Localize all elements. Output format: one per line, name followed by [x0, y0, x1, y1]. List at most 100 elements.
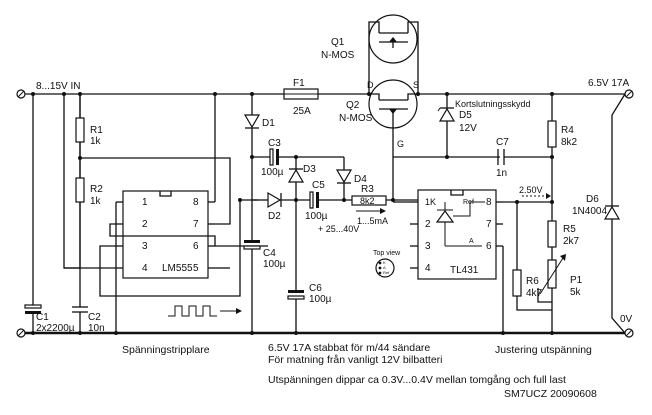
- lm555-pin6: 6: [193, 241, 199, 252]
- r3-value: 8k2: [360, 196, 375, 206]
- capacitor-c7: [497, 149, 552, 165]
- note-line-2: För matning från vanligt 12V bilbatteri: [268, 354, 443, 366]
- c5-note: + 25...40V: [318, 224, 359, 234]
- r5-ref: R5: [563, 224, 576, 235]
- tl431-name: TL431: [450, 265, 479, 276]
- lm555-pin3: 3: [142, 241, 148, 252]
- c2-value: 10n: [88, 323, 105, 334]
- ref-voltage-label: 2.50V: [519, 185, 543, 195]
- top-view-label: Top view: [373, 250, 401, 257]
- mosfet-q2: [367, 79, 420, 200]
- c7-ref: C7: [496, 137, 509, 148]
- tl431-pin2: 2: [425, 219, 431, 230]
- lm555-pin2: 2: [142, 219, 148, 230]
- lm555-name: LM555: [162, 263, 193, 274]
- capacitor-c3: [250, 148, 296, 166]
- d4-ref: D4: [354, 174, 367, 185]
- top-view-pin-k: K: [383, 260, 386, 265]
- c6-value: 100µ: [309, 294, 332, 305]
- c2-ref: C2: [88, 312, 101, 323]
- capacitor-c6: [287, 200, 305, 335]
- q2-pin-d: D: [367, 80, 374, 90]
- ground-terminal-left: [16, 328, 26, 338]
- resistor-r4: [547, 92, 557, 221]
- r1-ref: R1: [90, 125, 103, 136]
- fuse-f1: [283, 88, 319, 100]
- ground-terminal-right: [624, 328, 634, 338]
- d5-note: Kortslutningsskydd: [455, 99, 531, 109]
- c7-value: 1n: [496, 168, 507, 179]
- q2-type: N-MOS: [339, 113, 373, 124]
- d5-ref: D5: [459, 110, 472, 121]
- resistor-r5: [547, 220, 557, 260]
- c6-ref: C6: [309, 283, 322, 294]
- section-label-adjust: Justering utspänning: [495, 344, 592, 356]
- note-line-4: SM7UCZ 20090608: [504, 388, 597, 400]
- mosfet-q1: [368, 14, 419, 94]
- p1-ref: P1: [570, 275, 583, 286]
- q2-ref: Q2: [346, 100, 360, 111]
- resistor-r6: [512, 202, 552, 311]
- q2-pin-s: S: [413, 80, 419, 90]
- tl431-pin3: 3: [425, 241, 431, 252]
- tl431-pin7: 7: [486, 219, 492, 230]
- resistor-r1: [75, 94, 85, 178]
- top-view-pin-ref: Ref: [383, 270, 390, 275]
- note-line-1: 6.5V 17A stabbat för m/44 sändare: [268, 342, 430, 354]
- f1-ref: F1: [293, 78, 305, 89]
- d2-ref: D2: [268, 211, 281, 222]
- r6-ref: R6: [526, 276, 539, 287]
- r1-value: 1k: [90, 136, 102, 147]
- tl431-pin-a: A: [469, 238, 474, 245]
- resistor-r2: [75, 177, 85, 268]
- d1-ref: D1: [262, 118, 275, 129]
- r4-ref: R4: [561, 125, 574, 136]
- diode-d1: [243, 92, 261, 157]
- c4-ref: C4: [263, 248, 276, 259]
- zener-d5: [437, 92, 456, 157]
- r4-value: 8k2: [561, 137, 578, 148]
- tl431-wiring: [393, 200, 554, 335]
- q1-type: N-MOS: [321, 50, 355, 61]
- tl431-pin8: 8: [486, 197, 492, 208]
- tl431-pin6: 6: [486, 241, 492, 252]
- potentiometer-p1: [537, 254, 566, 335]
- diode-d6: [603, 93, 626, 334]
- input-terminal: [16, 89, 26, 99]
- lm555-pin4: 4: [142, 263, 148, 274]
- r3-ref: R3: [361, 184, 374, 195]
- input-label: 8...15V IN: [36, 81, 80, 92]
- top-view-pin-a: A: [383, 265, 386, 270]
- diode-d2: [251, 157, 310, 209]
- capacitor-c4: [243, 200, 261, 335]
- c3-value: 100µ: [261, 167, 284, 178]
- q2-pin-g: G: [397, 139, 404, 149]
- diode-d4: [296, 156, 353, 202]
- c5-ref: C5: [312, 180, 325, 191]
- lm555-wiring: [62, 92, 268, 335]
- ref-voltage-arrow: [522, 193, 551, 199]
- r6-value: 4k7: [526, 288, 543, 299]
- output-label: 6.5V 17A: [588, 78, 629, 89]
- lm555-pin5: 5: [193, 263, 199, 274]
- c3-ref: C3: [268, 138, 281, 149]
- r2-ref: R2: [90, 184, 103, 195]
- f1-value: 25A: [293, 106, 311, 117]
- square-wave-icon: [168, 305, 242, 317]
- r5-value: 2k7: [563, 236, 580, 247]
- section-label-pump: Spänningstripplare: [122, 344, 210, 356]
- r3-note: 1...5mA: [357, 216, 388, 226]
- note-line-3: Utspänningen dippar ca 0.3V...0.4V mella…: [268, 374, 566, 386]
- d5-value: 12V: [459, 123, 477, 134]
- capacitor-c1: [24, 92, 42, 335]
- d3-ref: D3: [303, 164, 316, 175]
- lm555-pin8: 8: [193, 197, 199, 208]
- tl431-pin1k: 1K: [425, 197, 436, 207]
- c5-value: 100µ: [305, 211, 328, 222]
- tl431-pin-ref: Ref: [463, 199, 474, 206]
- tl431-pin4: 4: [425, 263, 431, 274]
- lm555-pin7: 7: [193, 219, 199, 230]
- output-terminal: [624, 89, 634, 99]
- c4-value: 100µ: [263, 259, 286, 270]
